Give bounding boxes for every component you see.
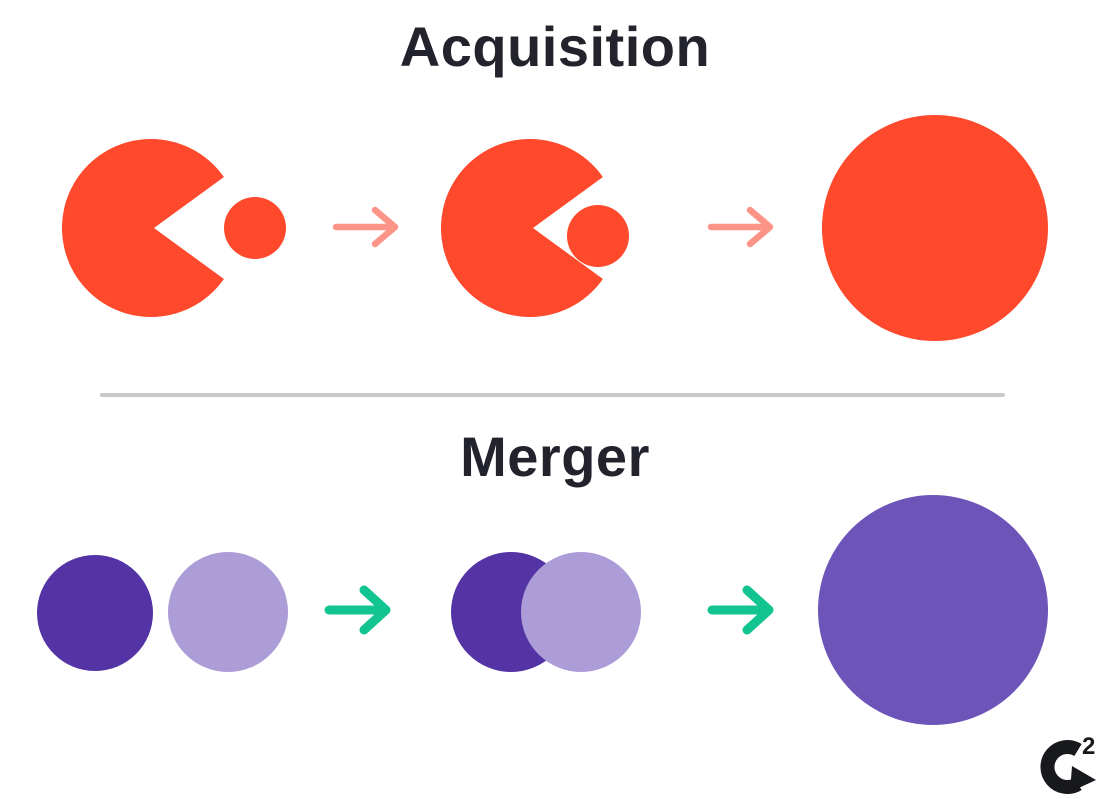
merger-result-circle-shape [818,495,1048,725]
acquisition-absorbing-icon [441,139,629,317]
merger-overlapping-circles [451,552,641,672]
g2-logo-superscript: 2 [1082,733,1095,760]
arrow-right-icon [707,206,774,248]
section-divider [100,393,1005,397]
merger-result-circle [818,495,1048,725]
merger-company-a-shape [37,555,153,671]
merger-company-b-overlap-shape [521,552,641,672]
arrow-right-shape [332,206,399,248]
acquisition-title: Acquisition [399,15,711,78]
arrow-right-icon [707,585,774,635]
g2-logo: 2 [1040,733,1096,794]
arrow-right-icon [324,585,391,635]
g2-logo-g-shape [1040,740,1082,794]
acquirer-pacman-icon [62,139,224,317]
target-in-mouth-circle [567,205,629,267]
acquirer-pacman-shape [62,139,224,317]
target-company-circle [224,197,286,259]
target-company-circle-shape [224,197,286,259]
g2-logo-arrow-shape [1070,766,1096,792]
acquisition-result-circle-shape [822,115,1048,341]
acquirer-pacman-shape-2 [441,139,603,317]
acquisition-result-circle [822,115,1048,341]
merger-company-a-circle [37,555,153,671]
arrow-right-shape [324,585,391,635]
merger-company-b-shape [168,552,288,672]
arrow-right-shape [707,585,774,635]
merger-title: Merger [460,425,650,488]
arrow-right-icon [332,206,399,248]
merger-company-b-circle [168,552,288,672]
arrow-right-shape [707,206,774,248]
